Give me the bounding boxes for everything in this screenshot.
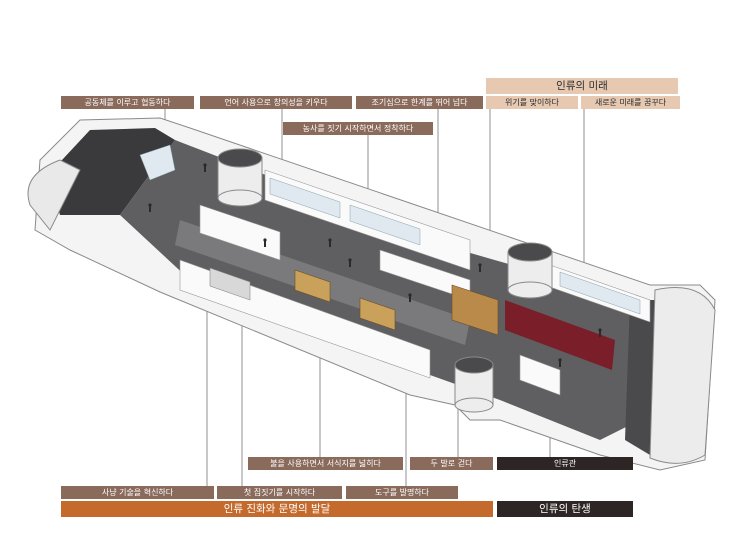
main-floor bbox=[120, 140, 650, 440]
left-wing-floor bbox=[48, 128, 175, 215]
new-future-dream-label: 새로운 미래를 꿈꾸다 bbox=[581, 96, 680, 109]
cooperative-society-label: 공동체를 이루고 협동하다 bbox=[61, 96, 194, 109]
birth-of-humanity-label: 인류의 탄생 bbox=[497, 501, 633, 517]
cylinder-rooms bbox=[217, 148, 553, 413]
display-cases bbox=[139, 144, 641, 315]
diorama-rooms bbox=[209, 267, 499, 336]
crisis-face-label: 위기를 맞이하다 bbox=[486, 96, 578, 109]
visitor-figures bbox=[148, 163, 602, 367]
red-accent-wall bbox=[505, 300, 615, 370]
walk-two-feet-label: 두 발로 걷다 bbox=[410, 457, 493, 470]
evolution-civilization-label: 인류 진화와 문명의 발달 bbox=[61, 501, 493, 517]
hunting-tech-label: 사냥 기술을 혁신하다 bbox=[61, 486, 214, 499]
agriculture-settle-label: 농사를 짓기 시작하면서 정착하다 bbox=[283, 122, 433, 135]
first-house-label: 첫 집짓기를 시작하다 bbox=[217, 486, 342, 499]
language-symbols-label: 언어 사용으로 창의성을 키우다 bbox=[200, 96, 352, 109]
record-limits-label: 조기심으로 한계를 뛰어 넘다 bbox=[356, 96, 483, 109]
tool-invent-label: 도구를 발명하다 bbox=[346, 486, 458, 499]
fire-use-label: 불을 사용하면서 서식지를 넓히다 bbox=[248, 457, 403, 470]
right-end-cap bbox=[649, 287, 716, 464]
left-end-cap bbox=[27, 159, 81, 231]
future-header-label: 인류의 미래 bbox=[486, 78, 678, 94]
human-hall-label: 인류관 bbox=[497, 457, 633, 470]
